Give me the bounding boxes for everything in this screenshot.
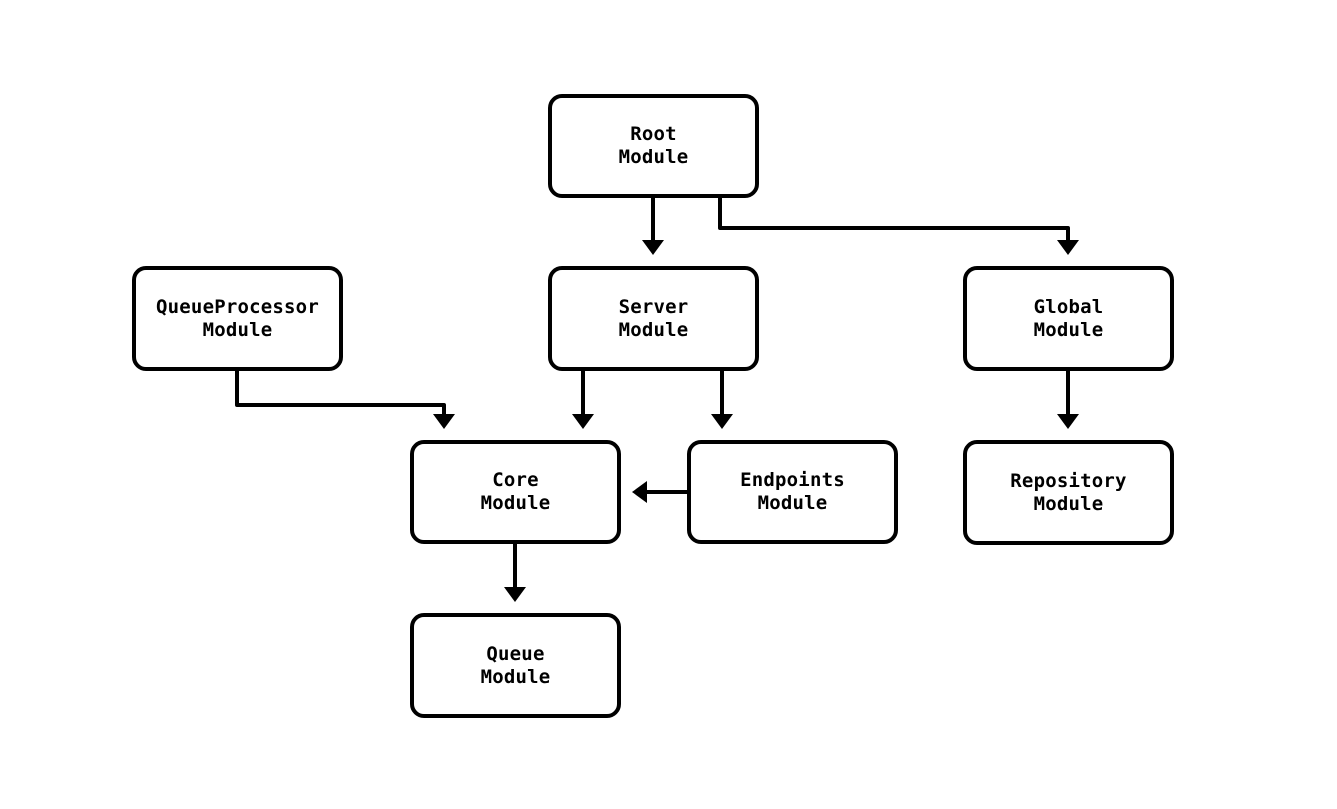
arrowhead-endpoints-to-core <box>632 481 647 503</box>
node-label-server: Server Module <box>618 295 689 341</box>
node-queueprocessor[interactable]: QueueProcessor Module <box>132 266 343 371</box>
node-repository[interactable]: Repository Module <box>963 440 1174 545</box>
node-global[interactable]: Global Module <box>963 266 1174 371</box>
arrowhead-server-to-endpoints <box>711 414 733 429</box>
node-queue[interactable]: Queue Module <box>410 613 621 718</box>
arrowhead-queueprocessor-to-core <box>433 414 455 429</box>
node-label-root: Root Module <box>618 123 689 168</box>
edge-queueprocessor-to-core <box>235 371 446 414</box>
node-endpoints[interactable]: Endpoints Module <box>687 440 898 544</box>
arrowhead-core-to-queue <box>504 587 526 602</box>
arrowhead-root-to-global <box>1057 240 1079 255</box>
node-label-core: Core Module <box>480 469 551 514</box>
arrowhead-root-to-server <box>642 240 664 255</box>
node-core[interactable]: Core Module <box>410 440 621 544</box>
node-label-queue: Queue Module <box>480 642 551 688</box>
arrowhead-server-to-core <box>572 414 594 429</box>
node-label-global: Global Module <box>1033 295 1104 341</box>
node-root[interactable]: Root Module <box>548 94 759 198</box>
node-label-queueprocessor: QueueProcessor Module <box>156 295 319 341</box>
arrowhead-global-to-repository <box>1057 414 1079 429</box>
edge-root-to-global <box>718 198 1070 240</box>
node-server[interactable]: Server Module <box>548 266 759 371</box>
node-label-repository: Repository Module <box>1010 469 1127 515</box>
node-label-endpoints: Endpoints Module <box>740 469 845 514</box>
